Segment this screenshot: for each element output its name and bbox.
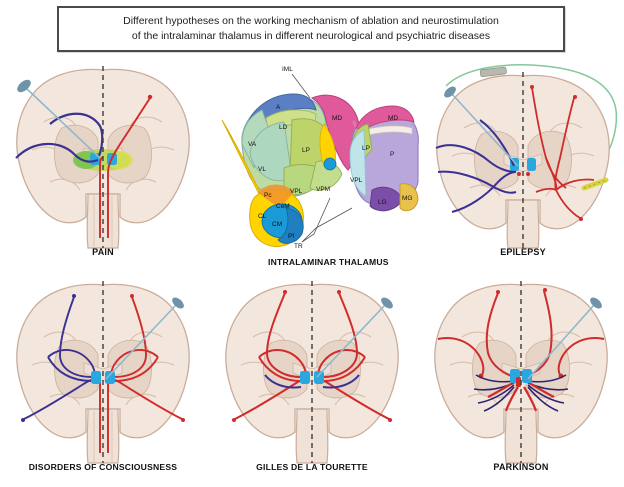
- label-lp2: LP: [362, 145, 370, 152]
- panel-epilepsy: EPILEPSY: [424, 62, 622, 267]
- label-md: MD: [332, 115, 342, 122]
- cortical-electrode-epilepsy: [581, 177, 609, 191]
- inhibitory-arrows-epilepsy: [435, 119, 517, 213]
- label-vpm: VPM: [316, 186, 330, 193]
- thalamic-output-parkinson: [487, 380, 555, 412]
- cortico-striatal-loops-tourette: [232, 290, 392, 422]
- label-iml: IML: [282, 66, 293, 73]
- panel-intralaminar-thalamus: IML A MD LD VA LP VL VPL VPM TR Pc CeM C…: [206, 58, 419, 267]
- coronal-brain-outline-pain: [16, 68, 190, 249]
- label-lp: LP: [302, 147, 310, 154]
- label-p: P: [390, 151, 394, 158]
- label-lg: LG: [378, 199, 387, 206]
- efferent-fan-parkinson: [473, 374, 569, 412]
- panel-caption-thalamus: INTRALAMINAR THALAMUS: [268, 257, 389, 267]
- intralaminar-lamina-tail: [221, 119, 304, 247]
- arousal-loops-right-doc: [99, 294, 185, 453]
- thalamus-anatomy-diagram: IML A MD LD VA LP VL VPL VPM TR Pc CeM C…: [206, 58, 419, 250]
- label-a: A: [276, 104, 281, 111]
- electrode-parkinson: [527, 297, 602, 380]
- label-pc: Pc: [264, 192, 272, 199]
- pulse-generator-epilepsy: [479, 66, 507, 78]
- label-ld: LD: [279, 124, 288, 131]
- label-cem: CeM: [276, 203, 290, 210]
- brain-diagram-parkinson: [422, 277, 620, 464]
- label-va: VA: [248, 141, 257, 148]
- panel-parkinson: PARKINSON: [422, 277, 620, 482]
- epileptic-network-epilepsy: [530, 85, 595, 221]
- panel-disorders-of-consciousness: DISORDERS OF CONSCIOUSNESS: [4, 277, 202, 482]
- leader-lines: [291, 73, 353, 243]
- label-mg: MG: [402, 195, 412, 202]
- title-line-2: of the intralaminar thalamus in differen…: [131, 30, 491, 42]
- label-cl: CL: [258, 213, 267, 220]
- vns-lead-epilepsy: [445, 64, 618, 163]
- label-md2: MD: [388, 115, 398, 122]
- inhibitory-segments-tourette: [264, 374, 360, 389]
- brain-diagram-epilepsy: [424, 62, 622, 249]
- electrode-tourette: [316, 297, 393, 378]
- label-cm: CM: [272, 221, 282, 228]
- arousal-loops-left-doc: [21, 294, 97, 422]
- panel-pain: PAIN: [4, 62, 202, 267]
- panel-caption-doc: DISORDERS OF CONSCIOUSNESS: [28, 462, 178, 472]
- panel-caption-epilepsy: EPILEPSY: [500, 247, 546, 257]
- panel-caption-tourette: GILLES DE LA TOURETTE: [256, 462, 368, 472]
- figure-title-box: Different hypotheses on the working mech…: [57, 6, 565, 52]
- label-tr: TR: [294, 243, 303, 250]
- brain-diagram-tourette: [213, 277, 411, 464]
- electrode-pain: [17, 79, 101, 159]
- thalamic-nuclei-doc: [91, 371, 115, 384]
- label-vpl2: VPL: [350, 177, 363, 184]
- nucleus-marker-left: [90, 153, 100, 165]
- cortico-thalamic-arrows-pain: [15, 112, 104, 163]
- thalamic-nuclei-tourette: [300, 371, 324, 384]
- ascending-tracts-pain: [99, 94, 153, 238]
- coronal-brain-outline-tourette: [225, 283, 399, 464]
- brain-diagram-doc: [4, 277, 202, 464]
- nucleus-marker-right: [107, 153, 117, 165]
- brain-diagram-pain: [4, 62, 202, 249]
- panel-caption-parkinson: PARKINSON: [493, 462, 549, 472]
- coronal-brain-outline-epilepsy: [436, 74, 610, 249]
- title-line-1: Different hypotheses on the working mech…: [123, 15, 499, 27]
- thalamus-label-group: IML A MD LD VA LP VL VPL VPM TR Pc CeM C…: [248, 66, 412, 250]
- panel-caption-pain: PAIN: [92, 247, 114, 257]
- electrode-doc: [105, 297, 184, 380]
- label-pf: Pf: [288, 233, 294, 240]
- page-title: Different hypotheses on the working mech…: [113, 14, 509, 44]
- panel-gilles-de-la-tourette: GILLES DE LA TOURETTE: [213, 277, 411, 482]
- ascending-paths-parkinson: [437, 288, 605, 379]
- electrode-epilepsy: [444, 86, 519, 167]
- coronal-brain-outline-parkinson: [434, 283, 608, 464]
- thalamic-nuclei-epilepsy: [510, 158, 536, 176]
- thalamic-nuclei-highlight-pain: [73, 149, 133, 171]
- label-vpl: VPL: [290, 188, 303, 195]
- coronal-brain-outline-doc: [16, 283, 190, 464]
- label-vl: VL: [258, 166, 266, 173]
- thalamus-main-body: [241, 93, 362, 198]
- thalamic-nuclei-parkinson: [510, 369, 532, 387]
